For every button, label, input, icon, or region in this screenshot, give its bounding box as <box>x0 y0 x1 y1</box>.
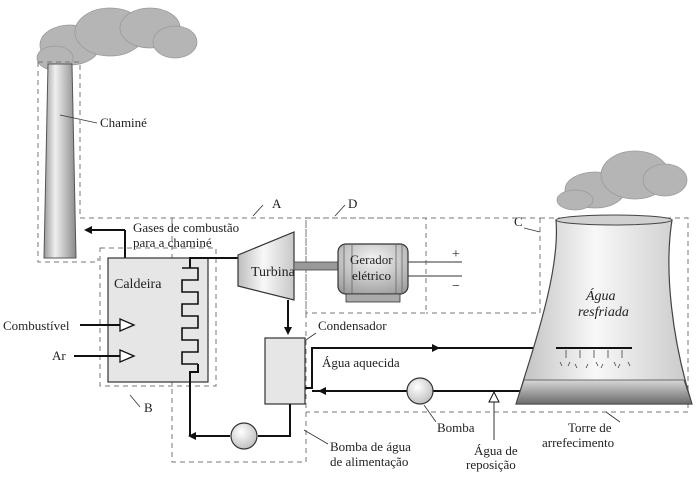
air-label: Ar <box>52 348 66 363</box>
heated-water-label: Água aquecida <box>322 355 400 370</box>
shaft <box>293 261 339 271</box>
feed-pipe <box>258 404 291 437</box>
boiler <box>107 257 209 383</box>
cooled-water-label-2: resfriada <box>578 305 629 320</box>
turbine-label: Turbina <box>251 265 296 280</box>
chimney-label: Chaminé <box>100 115 147 130</box>
cooling-coil <box>305 344 440 389</box>
air-arrow <box>119 349 136 363</box>
region-c-label: C <box>514 214 523 229</box>
turbine <box>237 231 295 301</box>
tower-smoke <box>556 150 688 211</box>
feed-pump-label-1: Bomba de água <box>330 439 411 454</box>
cooled-water-label-1: Água <box>585 287 616 304</box>
fuel-arrow <box>119 318 136 332</box>
feed-pump-label-2: de alimentação <box>330 454 408 469</box>
boundary-b <box>99 247 217 387</box>
chimney <box>43 63 77 259</box>
flue-gases-label-2: para a chaminé <box>133 235 212 250</box>
region-b-label: B <box>144 400 153 415</box>
generator-label-2: elétrico <box>352 268 391 283</box>
minus-label: − <box>452 279 460 294</box>
cooling-tower-label-1: Torre de <box>568 420 612 435</box>
boiler-label: Caldeira <box>114 277 162 292</box>
makeup-arrow <box>488 390 500 403</box>
spray-nozzles <box>556 347 632 369</box>
cooling-tower-base <box>515 379 693 405</box>
makeup-water-label-1: Água de <box>474 443 518 458</box>
makeup-water-label-2: reposição <box>466 457 516 472</box>
generator <box>337 243 409 303</box>
condenser <box>264 337 306 405</box>
cooling-pump <box>406 377 434 405</box>
boiler-coil <box>181 267 199 365</box>
feed-pump <box>230 422 258 450</box>
condenser-label: Condensador <box>318 318 387 333</box>
region-d-label: D <box>348 196 357 211</box>
cooling-tower-label-2: arrefecimento <box>542 435 614 450</box>
generator-label-1: Gerador <box>350 252 393 267</box>
region-a-label: A <box>272 196 282 211</box>
pump-label: Bomba <box>437 420 475 435</box>
plus-label: + <box>452 247 460 262</box>
fuel-label: Combustível <box>3 318 70 333</box>
chimney-smoke <box>36 7 198 71</box>
flue-gases-label-1: Gases de combustão <box>133 220 239 235</box>
chimney-boundary <box>37 61 545 263</box>
